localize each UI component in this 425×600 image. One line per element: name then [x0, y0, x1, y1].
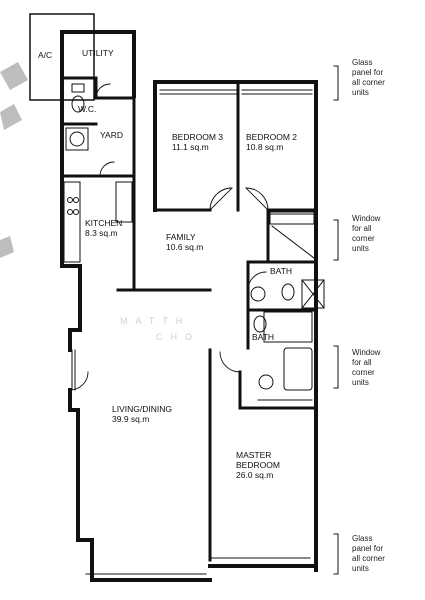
master-name-line2: BEDROOM	[236, 460, 280, 470]
note-line: all corner	[352, 554, 385, 563]
note-line: Window	[352, 214, 381, 223]
family-name: FAMILY	[166, 232, 196, 242]
living-name: LIVING/DINING	[112, 404, 172, 414]
bedroom2-area: 10.8 sq.m	[246, 142, 284, 152]
note-line: panel for	[352, 68, 384, 77]
ac-label: A/C	[38, 50, 53, 60]
master-name-line1: MASTER	[236, 450, 272, 460]
bedroom3-name: BEDROOM 3	[172, 132, 224, 142]
note-line: Window	[352, 348, 381, 357]
note-line: Glass	[352, 58, 373, 67]
bath-upper-label: BATH	[270, 266, 293, 276]
note-line: units	[352, 244, 369, 253]
kitchen-name: KITCHEN	[85, 218, 123, 228]
note-line: for all	[352, 224, 372, 233]
note-line: corner	[352, 368, 375, 377]
utility-label: UTILITY	[82, 48, 114, 58]
bath-lower-label: BATH	[252, 332, 275, 342]
note-line: for all	[352, 358, 372, 367]
note-glass-top: Glass panel for all corner units	[352, 58, 385, 98]
kitchen-area: 8.3 sq.m	[85, 228, 118, 238]
watermark-line2: CHO	[156, 332, 200, 342]
watermark-line1: MATTH	[120, 316, 191, 326]
note-line: units	[352, 378, 369, 387]
note-window-upper: Window for all corner units	[352, 214, 380, 254]
note-line: panel for	[352, 544, 384, 553]
yard-label: YARD	[100, 130, 123, 140]
note-line: units	[352, 564, 369, 573]
note-line: corner	[352, 234, 375, 243]
note-glass-bottom: Glass panel for all corner units	[352, 534, 385, 574]
bedroom2-name: BEDROOM 2	[246, 132, 298, 142]
note-line: Glass	[352, 534, 373, 543]
master-area: 26.0 sq.m	[236, 470, 274, 480]
wc-label: W.C.	[78, 104, 97, 114]
family-area: 10.6 sq.m	[166, 242, 204, 252]
note-line: all corner	[352, 78, 385, 87]
bedroom3-area: 11.1 sq.m	[172, 142, 209, 152]
note-line: units	[352, 88, 369, 97]
note-window-lower: Window for all corner units	[352, 348, 380, 388]
living-area: 39.9 sq.m	[112, 414, 150, 424]
